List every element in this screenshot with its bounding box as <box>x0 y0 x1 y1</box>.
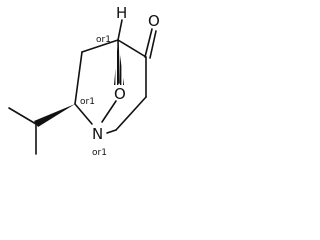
structure-svg: H O O N or1 or1 or1 <box>8 4 160 158</box>
bond-c5-o-hash <box>114 40 124 85</box>
bond-c7-c6 <box>74 51 83 105</box>
stereo-label-c7: or1 <box>80 97 95 107</box>
stereo-label-n1: or1 <box>92 148 107 158</box>
atom-n-label: N <box>92 125 103 143</box>
bond-c5-c4 <box>117 39 147 58</box>
atom-o-ketone-label: O <box>148 12 160 30</box>
bond-c6-c5 <box>81 39 119 53</box>
atom-o-bridge-label: O <box>114 85 126 103</box>
bond-group <box>8 19 157 155</box>
bond-c3-c2 <box>115 96 147 131</box>
bond-c4-o-double-b <box>149 30 157 59</box>
bond-c5-h <box>117 19 123 41</box>
bond-ipr-ch-me1 <box>8 107 37 125</box>
bond-c4-o-double-a <box>144 28 153 58</box>
molecule-diagram: H O O N or1 or1 or1 <box>0 0 176 176</box>
bond-n-c7 <box>74 103 93 125</box>
atom-h-label: H <box>116 4 127 22</box>
bond-c7-ipr-wedge <box>34 104 75 127</box>
bond-o-bridge-n <box>101 100 117 123</box>
bond-c2-n <box>106 129 117 134</box>
stereo-label-c5: or1 <box>96 35 111 45</box>
